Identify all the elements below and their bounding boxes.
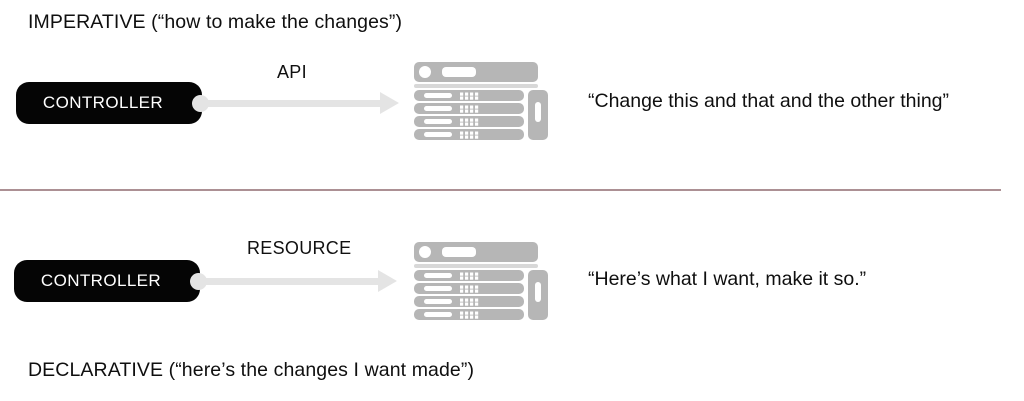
declarative-quote: “Here’s what I want, make it so.”	[588, 268, 867, 290]
section-divider	[0, 189, 1001, 191]
imperative-heading: IMPERATIVE (“how to make the changes”)	[28, 11, 403, 33]
arrow-head-icon	[380, 92, 399, 114]
arrow-shaft	[200, 99, 380, 107]
imperative-quote: “Change this and that and the other thin…	[588, 90, 949, 112]
arrow-shaft	[198, 277, 378, 285]
server-rack-icon	[414, 242, 548, 320]
arrow-label-resource: RESOURCE	[247, 238, 352, 258]
controller-label: CONTROLLER	[40, 271, 162, 290]
arrow-head-icon	[378, 270, 397, 292]
arrow-label-api: API	[277, 62, 307, 82]
server-rack-icon	[414, 62, 548, 140]
flow-arrow-imperative	[192, 90, 404, 116]
controller-label: CONTROLLER	[42, 93, 164, 112]
controller-node-imperative[interactable]: CONTROLLER	[16, 82, 209, 124]
controller-node-declarative[interactable]: CONTROLLER	[14, 260, 207, 302]
flow-arrow-declarative	[190, 268, 402, 294]
declarative-heading: DECLARATIVE (“here’s the changes I want …	[28, 359, 475, 381]
